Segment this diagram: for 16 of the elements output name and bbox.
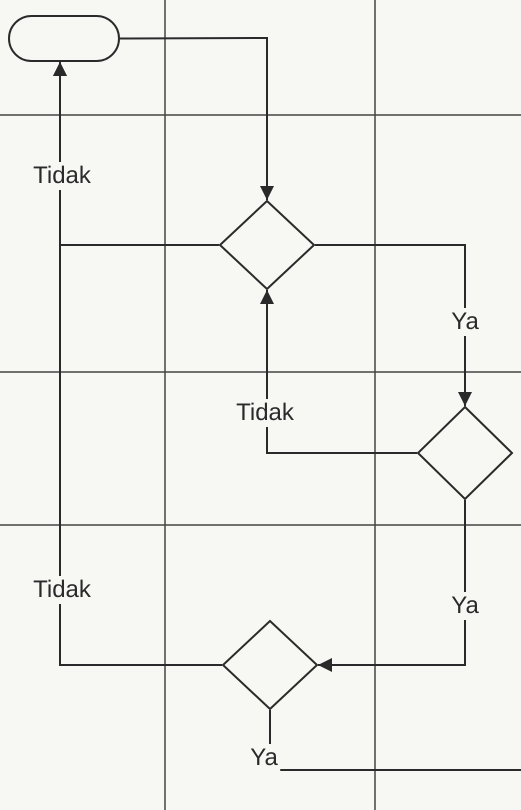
connector-line: [269, 710, 521, 771]
arrow: [318, 500, 466, 672]
edge-label: Ya: [449, 308, 481, 336]
arrow: [260, 290, 417, 454]
decision-diamond: [417, 406, 513, 500]
edge-label: Ya: [248, 744, 280, 772]
edge-label: Tidak: [234, 399, 296, 427]
arrow: [120, 37, 274, 200]
terminator-shape: [8, 15, 120, 62]
arrow: [53, 62, 222, 666]
decision-diamond: [219, 200, 315, 290]
edge-label: Ya: [449, 592, 481, 620]
arrow: [315, 244, 472, 406]
edge-label: Tidak: [31, 162, 93, 190]
decision-diamond: [222, 620, 318, 710]
edge-label: Tidak: [31, 576, 93, 604]
